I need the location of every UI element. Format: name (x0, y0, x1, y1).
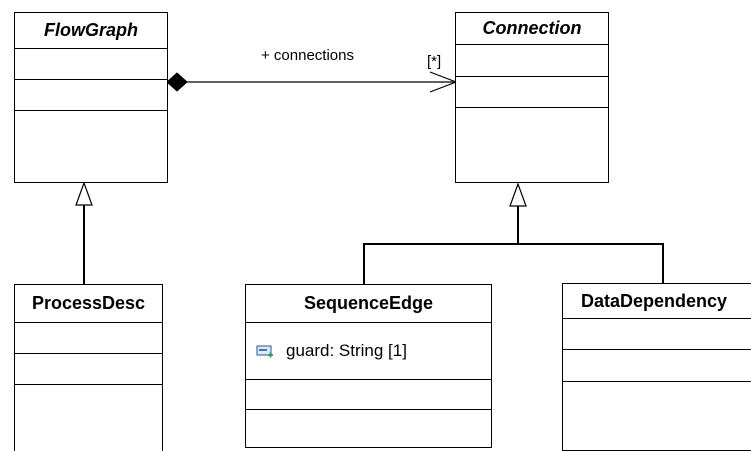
class-datadependency-attributes (563, 318, 751, 349)
class-flowgraph-operations (15, 79, 167, 110)
class-connection[interactable]: Connection (455, 12, 609, 183)
connection-generalization-triangle (509, 182, 527, 207)
class-processdesc-attributes (15, 322, 162, 353)
association-multiplicity-label: [*] (427, 53, 442, 70)
class-sequenceedge-name: SequenceEdge (303, 293, 434, 313)
class-sequenceedge-attributes: guard: String [1] (246, 322, 491, 379)
association-role-label: + connections (261, 47, 354, 64)
class-flowgraph[interactable]: FlowGraph (14, 12, 168, 183)
class-flowgraph-name: FlowGraph (44, 20, 138, 40)
composition-diamond (166, 72, 188, 92)
property-icon (256, 345, 273, 358)
class-connection-operations (456, 76, 608, 107)
class-sequenceedge-operations (246, 379, 491, 409)
class-processdesc[interactable]: ProcessDesc (14, 284, 163, 451)
class-sequenceedge[interactable]: SequenceEdge guard: String [1] (245, 284, 492, 448)
class-connection-body (456, 107, 608, 182)
class-flowgraph-body (15, 110, 167, 182)
class-sequenceedge-body (246, 409, 491, 447)
class-connection-name: Connection (482, 18, 582, 38)
class-datadependency[interactable]: DataDependency (562, 283, 751, 451)
class-processdesc-name: ProcessDesc (31, 293, 146, 313)
class-datadependency-name: DataDependency (581, 290, 728, 311)
processdesc-generalization-triangle (75, 181, 93, 206)
attribute-guard[interactable]: guard: String [1] (286, 341, 407, 360)
class-datadependency-operations (563, 349, 751, 381)
class-flowgraph-attributes (15, 48, 167, 79)
class-datadependency-body (563, 381, 751, 451)
class-processdesc-body (15, 384, 162, 451)
class-connection-attributes (456, 44, 608, 76)
class-processdesc-operations (15, 353, 162, 384)
